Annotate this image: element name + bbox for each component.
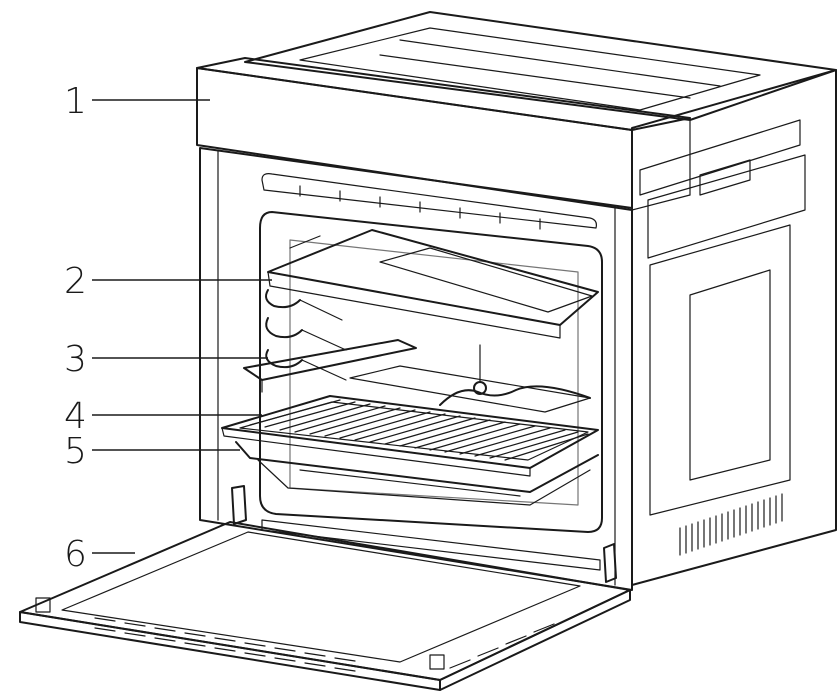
oven-top-housing — [244, 11, 837, 121]
baking-tray — [267, 229, 599, 339]
control-panel — [196, 57, 691, 211]
oven-right-side-panel — [631, 69, 837, 586]
deep-pan — [235, 441, 599, 506]
door-hinges — [231, 485, 617, 583]
callout-labels: 1 2 3 4 5 6 — [64, 81, 87, 575]
oven-cavity — [259, 211, 603, 533]
rear-grill-element — [349, 344, 591, 413]
side-vent-slots — [679, 493, 783, 556]
oven-door — [19, 521, 631, 691]
callout-leaders — [92, 99, 272, 554]
callout-label-5: 5 — [64, 431, 87, 472]
callout-label-1: 1 — [64, 81, 87, 122]
side-rack-rails — [243, 289, 417, 393]
callout-label-6: 6 — [64, 534, 87, 575]
callout-label-4: 4 — [64, 396, 87, 437]
wire-grill-shelf — [221, 395, 599, 477]
callout-label-2: 2 — [64, 261, 87, 302]
bottom-vent-row — [261, 519, 601, 571]
cavity-vent-row — [261, 173, 597, 230]
callout-label-3: 3 — [64, 339, 87, 380]
grill-wires — [249, 399, 589, 461]
door-vent-slots — [94, 617, 356, 672]
